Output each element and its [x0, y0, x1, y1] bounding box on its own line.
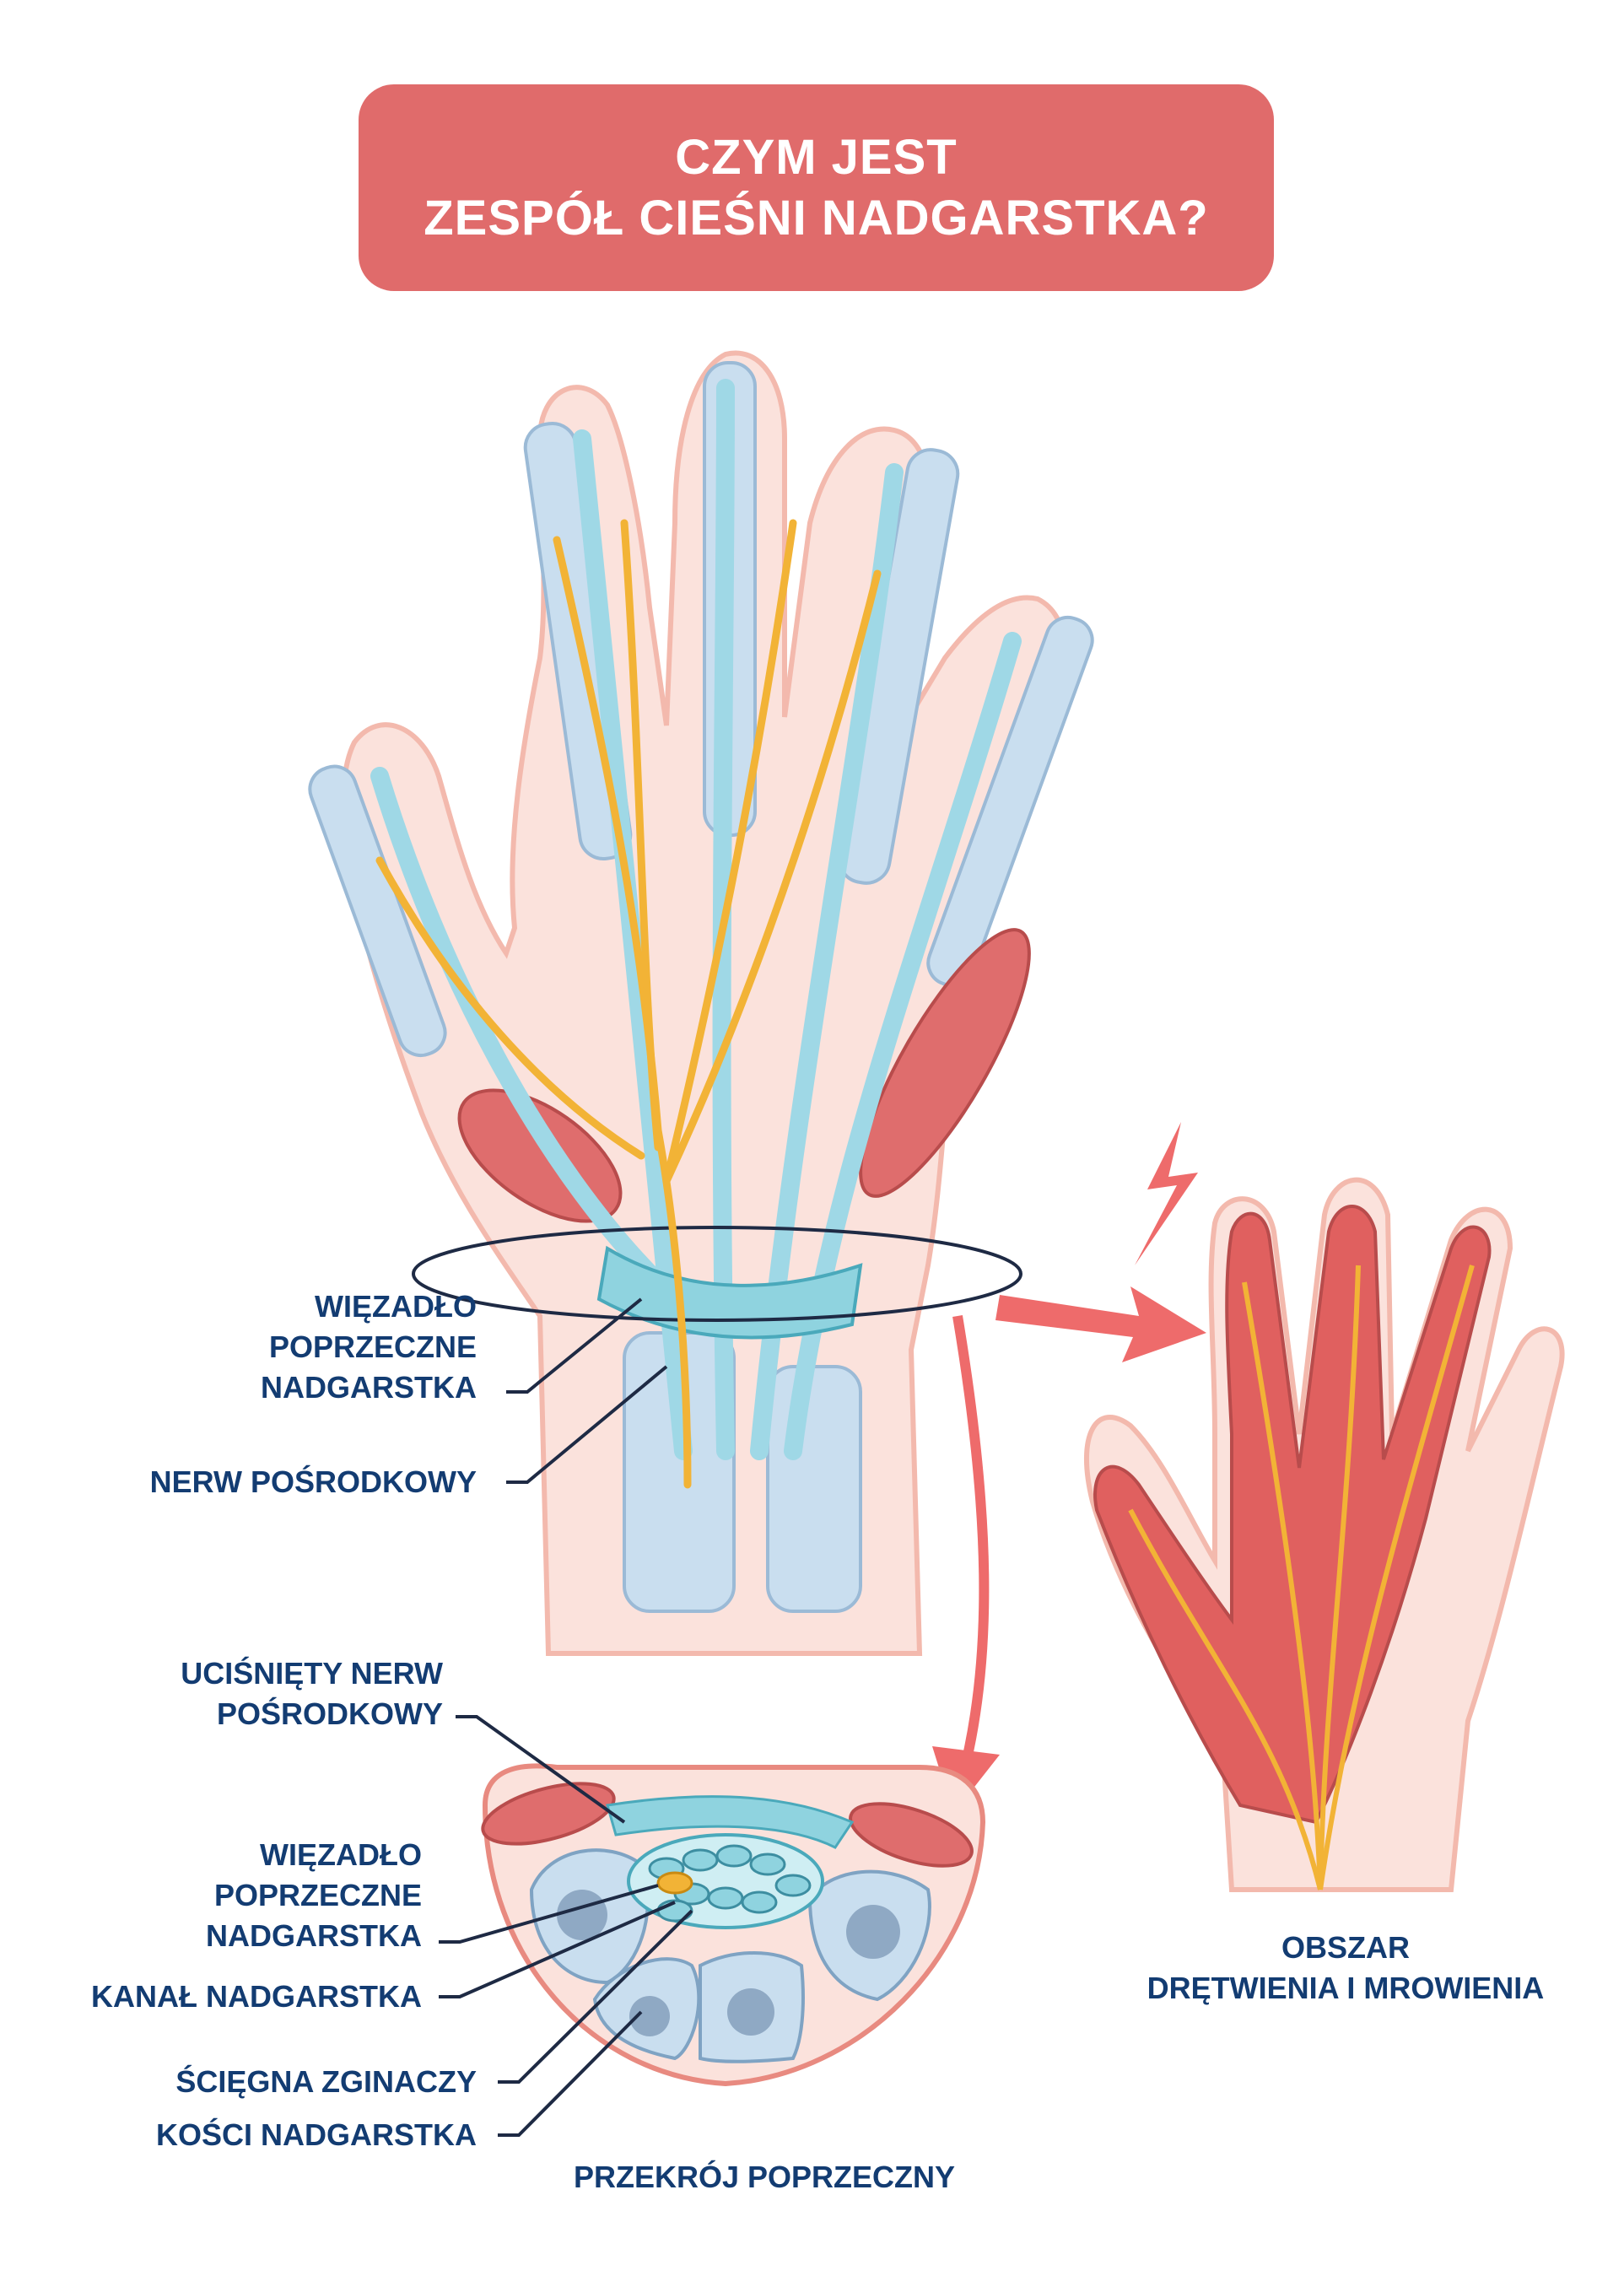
- label-median-nerve: NERW POŚRODKOWY: [149, 1464, 477, 1499]
- label-compressed-nerve: UCIŚNIĘTY NERW POŚRODKOWY: [181, 1656, 443, 1731]
- flexor-tendon-circles: [648, 1844, 812, 1923]
- cross-section: [481, 1763, 986, 2087]
- numbness-area-shape: [1093, 1205, 1492, 1825]
- lightning-bolt-icon: [1135, 1122, 1198, 1265]
- median-nerve: [375, 519, 882, 1489]
- label-ligament-cross: WIĘZADŁO POPRZECZNE NADGARSTKA: [206, 1837, 422, 1953]
- leader-lines-upper: [506, 1297, 668, 1484]
- label-carpal-tunnel: KANAŁ NADGARSTKA: [91, 1979, 422, 2014]
- label-flexor-tendons: ŚCIĘGNA ZGINACZY: [175, 2064, 477, 2099]
- numbness-hand: [1084, 1177, 1565, 1892]
- cross-section-ligament-right: [849, 1802, 974, 1868]
- label-cross-section: PRZEKRÓJ POPRZECZNY: [574, 2160, 956, 2194]
- carpal-tunnel-roof: [606, 1795, 855, 1849]
- label-carpal-bones: KOŚCI NADGARSTKA: [155, 2117, 477, 2152]
- title-line-1: CZYM JEST: [675, 129, 958, 185]
- cross-section-ligament-left: [481, 1782, 616, 1846]
- compressed-median-nerve: [656, 1871, 693, 1895]
- label-ligament-top: WIĘZADŁO POPRZECZNE NADGARSTKA: [261, 1289, 477, 1405]
- label-numbness-area: OBSZAR DRĘTWIENIA I MROWIENIA: [1147, 1930, 1545, 2005]
- ulna-bone: [766, 1365, 862, 1613]
- arrow-to-numbness: [995, 1286, 1206, 1362]
- title-line-2: ZESPÓŁ CIEŚNI NADGARSTKA?: [424, 190, 1209, 245]
- hand-anatomy: [308, 350, 1094, 1656]
- arrow-to-cross-section: [932, 1315, 1000, 1814]
- hypothenar-muscle: [859, 928, 1031, 1198]
- leader-lines-lower: [439, 1715, 693, 2137]
- numbness-nerves: [1128, 1265, 1475, 1890]
- transverse-carpal-ligament: [596, 1245, 863, 1340]
- title-banner: CZYM JEST ZESPÓŁ CIEŚNI NADGARSTKA?: [359, 84, 1274, 291]
- wrist-ring: [412, 1226, 1022, 1322]
- bone-texture: [557, 1890, 900, 2036]
